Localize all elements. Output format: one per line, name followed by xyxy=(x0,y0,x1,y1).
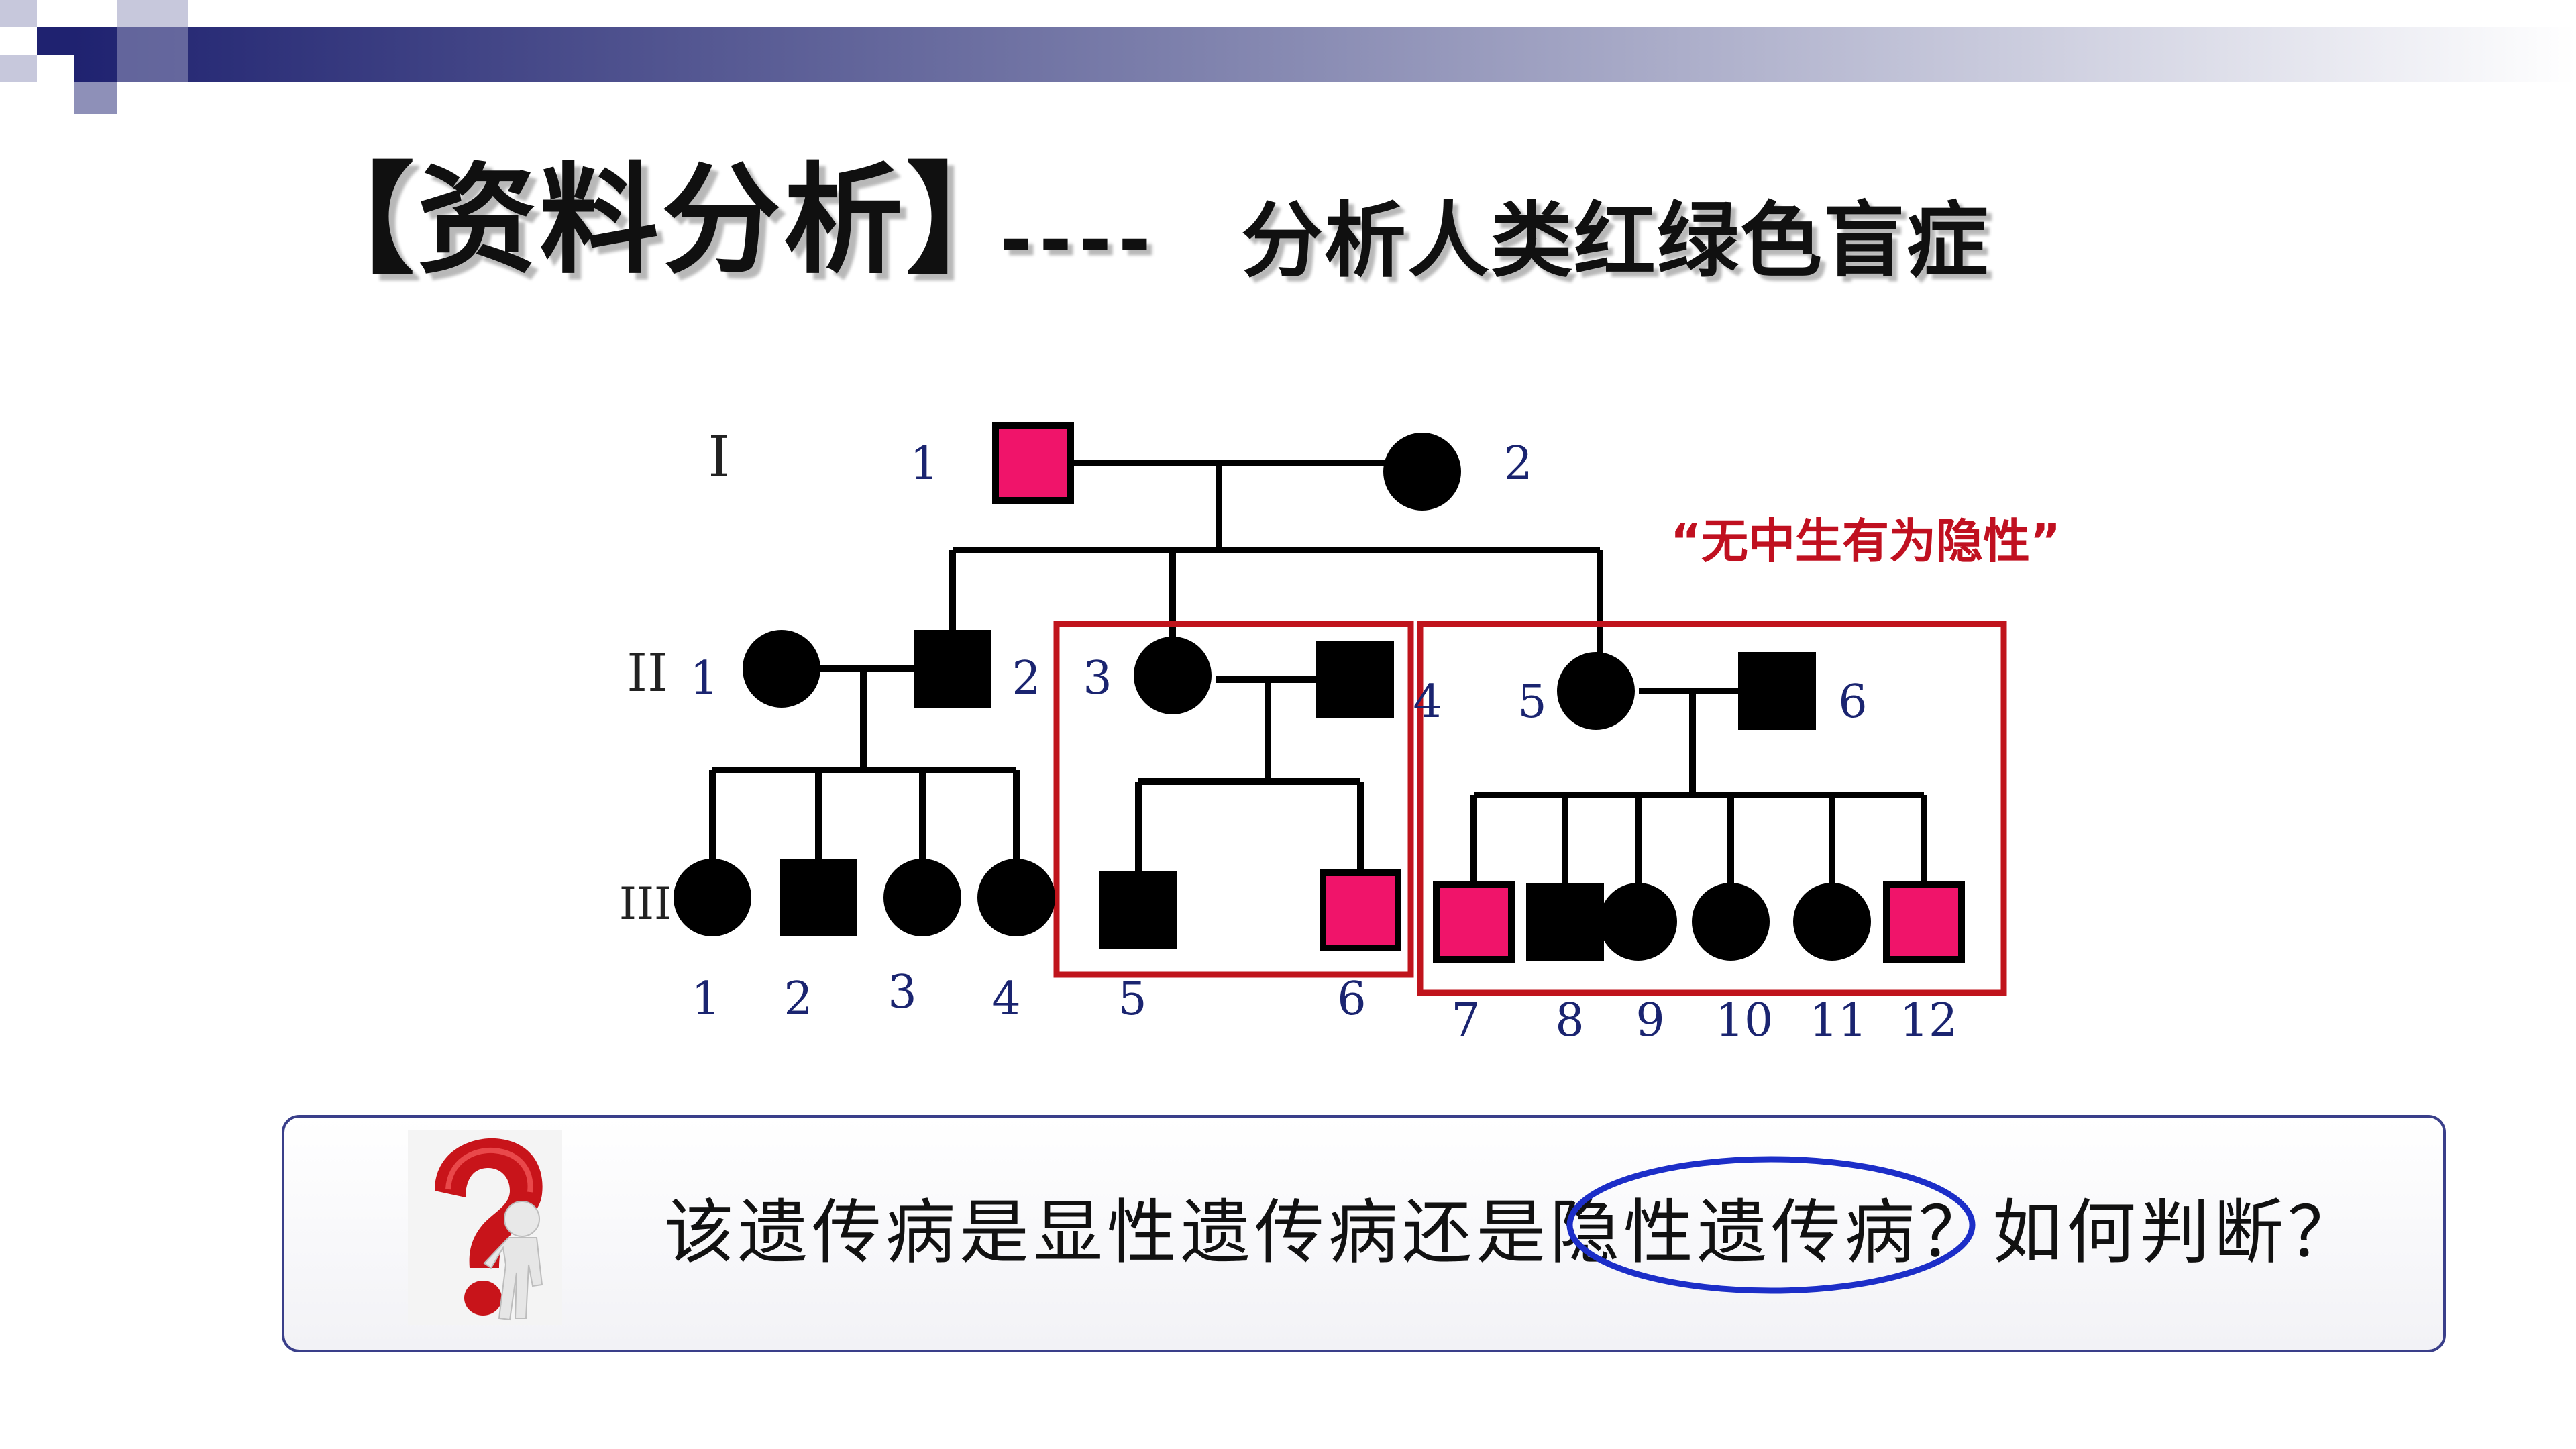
normal-female-circle-iii-11 xyxy=(1793,883,1871,961)
annotation-rule: “无中生有为隐性” xyxy=(1670,514,2061,569)
individual-label-i-1: 1 xyxy=(910,437,938,490)
generation-label-II: II xyxy=(627,643,668,704)
affected-male-square-iii-6 xyxy=(1320,869,1401,951)
individual-label-ii-1: 1 xyxy=(690,652,718,705)
generation-label-III: III xyxy=(619,878,672,930)
highlight-box-family-5-6 xyxy=(1417,621,2007,996)
pedigree-lines xyxy=(709,460,1927,885)
individual-label-iii-7: 7 xyxy=(1451,994,1480,1047)
individual-label-iii-5: 5 xyxy=(1118,973,1146,1026)
individual-label-ii-2: 2 xyxy=(1012,652,1040,705)
individual-label-iii-9: 9 xyxy=(1635,994,1664,1047)
normal-female-circle-i-2 xyxy=(1383,433,1461,511)
individual-label-iii-4: 4 xyxy=(991,973,1020,1026)
normal-male-square-iii-5 xyxy=(1099,871,1177,949)
normal-female-circle-ii-5 xyxy=(1557,652,1635,730)
normal-male-square-ii-2 xyxy=(914,630,991,708)
individual-label-iii-11: 11 xyxy=(1809,994,1868,1047)
affected-male-square-iii-7 xyxy=(1433,881,1515,963)
normal-male-square-iii-8 xyxy=(1526,883,1604,961)
individual-label-iii-3: 3 xyxy=(888,966,916,1019)
normal-female-circle-ii-1 xyxy=(743,630,820,708)
individual-label-i-2: 2 xyxy=(1503,437,1532,490)
individual-label-iii-6: 6 xyxy=(1337,973,1366,1026)
header-decoration xyxy=(0,0,2576,114)
question-text: 该遗传病是显性遗传病还是隐性遗传病？如何判断？ xyxy=(664,1191,2362,1273)
slide-subtitle: 分析人类红绿色盲症 xyxy=(1241,193,1990,288)
individual-label-iii-1: 1 xyxy=(691,973,720,1026)
generation-label-I: I xyxy=(708,424,730,490)
normal-male-square-ii-6 xyxy=(1738,652,1816,730)
emphasis-ellipse xyxy=(1566,1156,1976,1294)
normal-male-square-ii-4 xyxy=(1316,641,1394,718)
title-dashes: ---- xyxy=(1000,193,1158,286)
normal-female-circle-iii-3 xyxy=(883,859,961,936)
affected-male-square-i-1 xyxy=(992,422,1074,504)
normal-female-circle-iii-4 xyxy=(977,859,1055,936)
individual-label-ii-4: 4 xyxy=(1413,676,1442,729)
individual-label-ii-3: 3 xyxy=(1083,652,1112,705)
individual-label-ii-5: 5 xyxy=(1517,676,1546,729)
normal-female-circle-iii-10 xyxy=(1692,883,1770,961)
normal-male-square-iii-2 xyxy=(780,859,857,936)
individual-label-iii-10: 10 xyxy=(1715,994,1774,1047)
individual-label-ii-6: 6 xyxy=(1838,676,1867,729)
individual-label-iii-2: 2 xyxy=(784,973,812,1026)
pedigree-individuals xyxy=(674,422,1965,963)
question-mark-figure-icon xyxy=(408,1130,562,1325)
normal-female-circle-ii-3 xyxy=(1134,637,1212,714)
question-box xyxy=(282,1115,2446,1352)
affected-male-square-iii-12 xyxy=(1883,881,1965,963)
slide-title: 【资料分析】 xyxy=(295,151,1028,290)
normal-female-circle-iii-9 xyxy=(1599,883,1677,961)
normal-female-circle-iii-1 xyxy=(674,859,751,936)
individual-label-iii-12: 12 xyxy=(1900,994,1958,1047)
highlight-box-family-3-4 xyxy=(1053,621,1414,978)
individual-label-iii-8: 8 xyxy=(1555,994,1584,1047)
